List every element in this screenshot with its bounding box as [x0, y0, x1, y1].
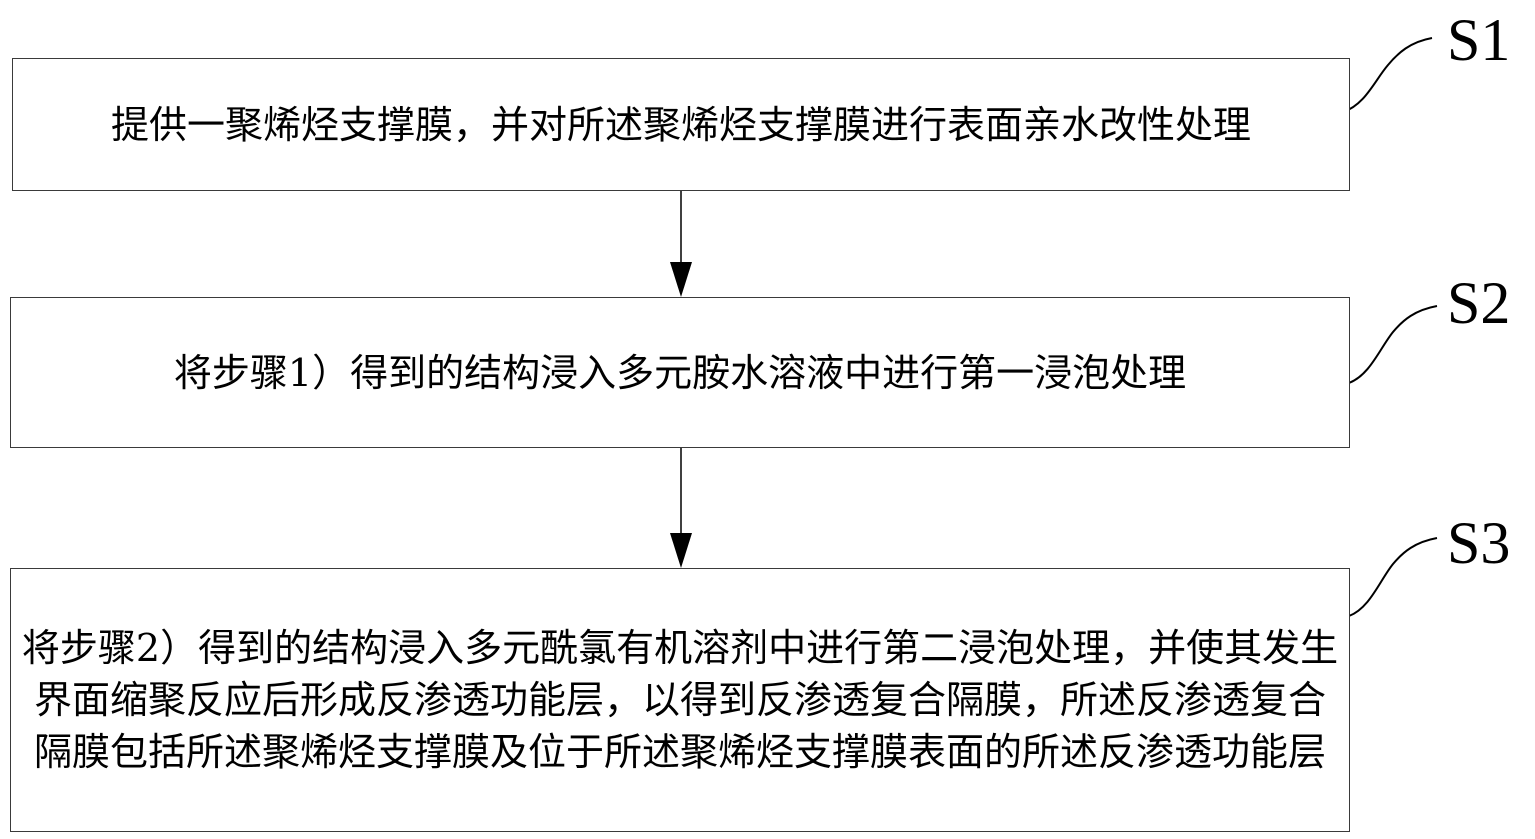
step-text-s3: 将步骤2）得到的结构浸入多元酰氯有机溶剂中进行第二浸泡处理，并使其发生界面缩聚反… — [21, 626, 1339, 774]
step-box-s2: 将步骤1）得到的结构浸入多元胺水溶液中进行第一浸泡处理 — [10, 297, 1350, 448]
step-label-s2: S2 — [1447, 270, 1511, 336]
arrow-s2-to-s3-head — [670, 533, 692, 568]
leader-line-s3 — [1348, 537, 1438, 617]
leader-line-s2 — [1348, 305, 1438, 384]
leader-line-s1 — [1342, 37, 1433, 113]
arrow-s1-to-s2-head — [670, 262, 692, 297]
step-label-s1: S1 — [1447, 7, 1511, 73]
step-label-s3: S3 — [1447, 510, 1511, 576]
step-text-s2: 将步骤1）得到的结构浸入多元胺水溶液中进行第一浸泡处理 — [173, 350, 1187, 395]
step-box-s1: 提供一聚烯烃支撑膜，并对所述聚烯烃支撑膜进行表面亲水改性处理 — [12, 58, 1350, 191]
step-box-s3: 将步骤2）得到的结构浸入多元酰氯有机溶剂中进行第二浸泡处理，并使其发生界面缩聚反… — [10, 568, 1350, 832]
step-text-s1: 提供一聚烯烃支撑膜，并对所述聚烯烃支撑膜进行表面亲水改性处理 — [110, 102, 1251, 147]
